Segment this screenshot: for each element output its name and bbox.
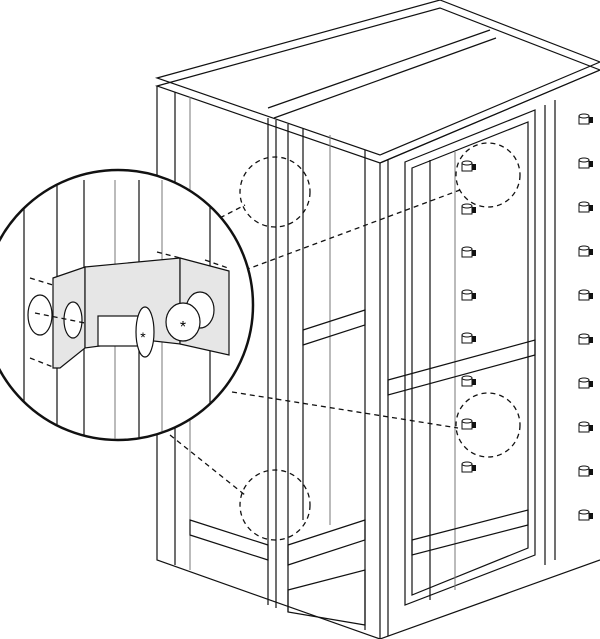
detail-callouts [169,142,521,541]
peg-icon [578,245,593,257]
peg-icon [578,201,593,213]
peg-icon [578,421,593,433]
peg-icon [461,289,476,301]
peg-icon [461,246,476,258]
callout-upper-right [455,142,521,208]
cabinet-front [379,69,600,639]
peg-icon [461,203,476,215]
peg-icon [461,375,476,387]
screw-icon: * [97,306,155,358]
cabinet-top [154,0,600,164]
peg-icon [578,465,593,477]
side-column-pegs [578,113,593,521]
svg-text:*: * [140,329,146,345]
callout-upper-left [239,156,311,228]
peg-icon [461,418,476,430]
door-frame-pegs [461,160,476,473]
peg-icon [578,113,593,125]
peg-icon [578,377,593,389]
nut-screw-icon: * [165,291,215,342]
peg-icon [461,461,476,473]
bracket-detail-magnifier: * * [0,168,255,442]
peg-icon [461,160,476,172]
peg-icon [578,157,593,169]
peg-icon [578,289,593,301]
peg-icon [578,333,593,345]
svg-text:*: * [180,319,186,336]
peg-icon [578,509,593,521]
callout-lower-right [455,392,521,458]
peg-icon [461,332,476,344]
callout-lower-left [239,469,311,541]
